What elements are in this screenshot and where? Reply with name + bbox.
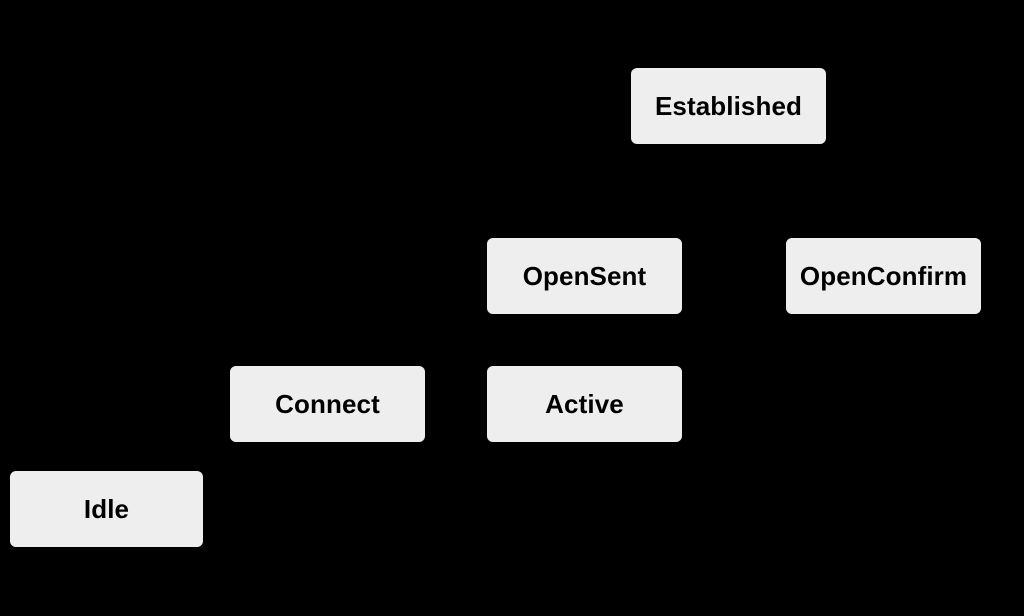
state-node-connect[interactable]: Connect bbox=[230, 366, 425, 442]
state-node-label: Connect bbox=[275, 389, 380, 419]
state-node-label: Active bbox=[545, 389, 624, 419]
state-node-idle[interactable]: Idle bbox=[10, 471, 203, 547]
state-node-label: OpenSent bbox=[522, 261, 647, 291]
state-node-label: OpenConfirm bbox=[799, 261, 968, 291]
state-node-label: Established bbox=[654, 91, 803, 121]
state-node-opensent[interactable]: OpenSent bbox=[487, 238, 682, 314]
state-node-openconfirm[interactable]: OpenConfirm bbox=[786, 238, 981, 314]
state-node-label: Idle bbox=[83, 494, 130, 524]
state-node-established[interactable]: Established bbox=[631, 68, 826, 144]
state-node-active[interactable]: Active bbox=[487, 366, 682, 442]
